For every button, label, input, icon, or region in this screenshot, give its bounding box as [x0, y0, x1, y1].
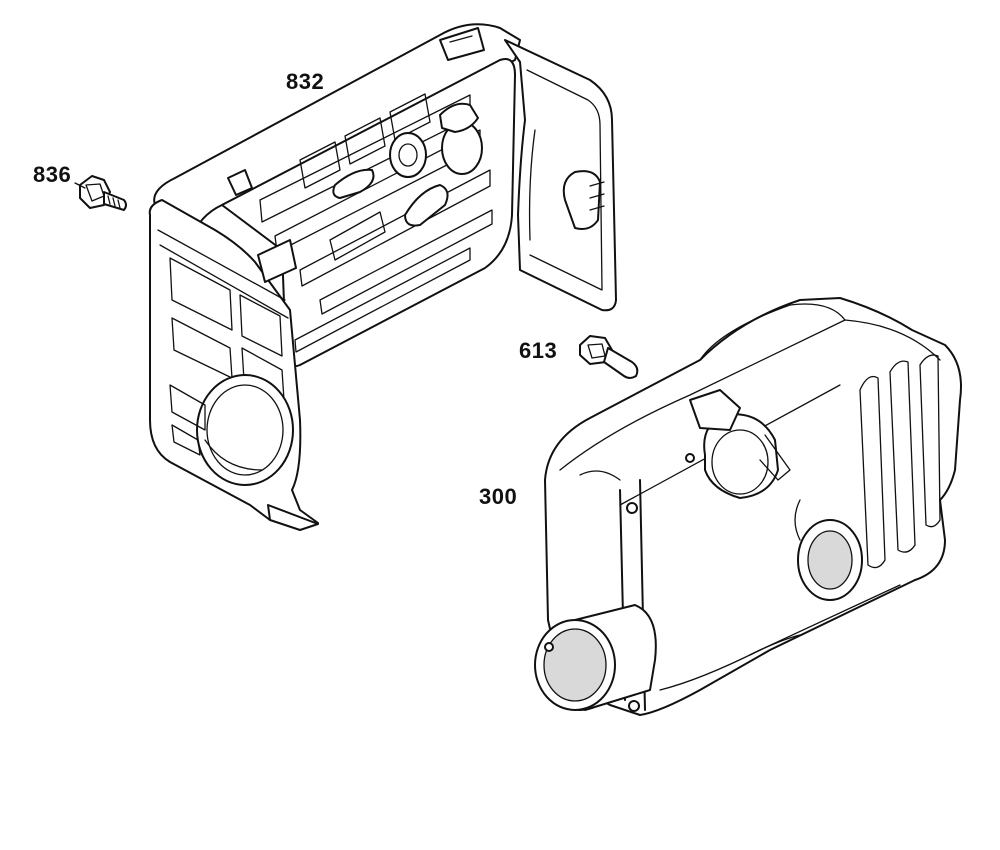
shield-screw-part	[79, 175, 127, 211]
callout-832: 832	[286, 69, 325, 94]
heat-shield-part	[148, 23, 617, 531]
leader-836	[74, 182, 86, 189]
callout-300: 300	[479, 484, 518, 509]
muffler-bolt-part	[579, 335, 639, 379]
callout-836: 836	[33, 162, 72, 187]
muffler-part	[534, 297, 962, 716]
callout-613: 613	[519, 338, 558, 363]
